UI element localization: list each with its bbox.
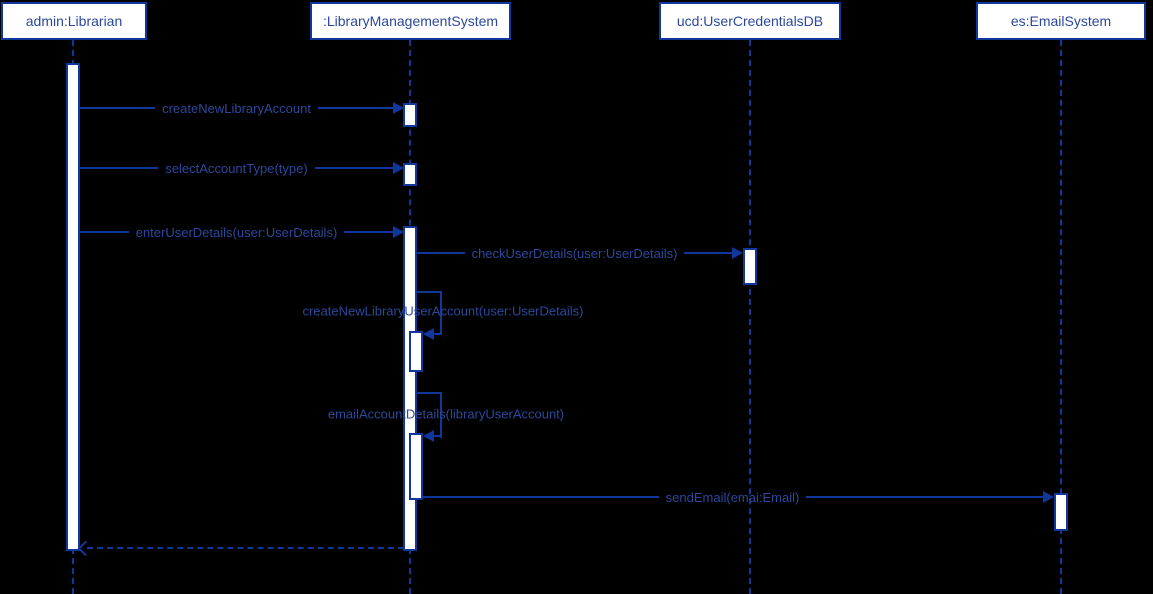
self-message-line <box>430 435 442 437</box>
lifeline-es <box>1060 40 1062 594</box>
message-line <box>80 231 129 233</box>
message-label: emailAccountDetails(libraryUserAccount) <box>327 406 565 422</box>
message-send-email: sendEmail(emai:Email) <box>422 486 1054 508</box>
activation-lms-main <box>403 226 417 551</box>
lifeline-ucd <box>749 40 751 594</box>
self-message-line <box>440 291 442 335</box>
lifeline-label-librarian: admin:Librarian <box>25 13 123 29</box>
message-label: createNewLibraryUserAccount(user:UserDet… <box>302 303 584 319</box>
self-message-line <box>417 291 442 293</box>
lifeline-label-es: es:EmailSystem <box>1010 13 1112 29</box>
message-line <box>417 252 465 254</box>
arrowhead-icon <box>423 328 434 340</box>
activation-es <box>1054 493 1068 531</box>
message-line <box>80 167 159 169</box>
message-line <box>80 107 156 109</box>
arrowhead-icon <box>423 430 434 442</box>
message-enter-user-details: enterUserDetails(user:UserDetails) <box>80 221 404 243</box>
message-select-account-type: selectAccountType(type) <box>80 157 405 179</box>
lifeline-box-lms: :LibraryManagementSystem <box>310 2 511 40</box>
activation-ucd <box>743 248 757 285</box>
arrowhead-icon <box>732 247 744 259</box>
message-create-new-library-account: createNewLibraryAccount <box>80 97 405 119</box>
lifeline-label-lms: :LibraryManagementSystem <box>322 13 499 29</box>
message-label: sendEmail(emai:Email) <box>665 489 800 505</box>
activation-lms-nested-2 <box>409 433 423 500</box>
message-line <box>422 496 659 498</box>
arrowhead-icon <box>393 162 405 174</box>
message-line <box>317 107 394 109</box>
message-label: enterUserDetails(user:UserDetails) <box>135 224 338 240</box>
return-arrowhead-icon <box>77 540 94 556</box>
arrowhead-icon <box>393 226 404 238</box>
message-label: checkUserDetails(user:UserDetails) <box>471 245 678 261</box>
message-label: selectAccountType(type) <box>165 160 308 176</box>
activation-lms-2 <box>403 163 417 186</box>
message-label: createNewLibraryAccount <box>162 100 311 116</box>
activation-librarian <box>66 63 80 551</box>
arrowhead-icon <box>1043 491 1054 503</box>
message-line <box>344 231 393 233</box>
self-message-line <box>417 392 442 394</box>
message-line <box>684 252 733 254</box>
lifeline-box-es: es:EmailSystem <box>976 2 1146 40</box>
self-message-line <box>430 333 442 335</box>
activation-lms-1 <box>403 103 417 127</box>
message-line <box>806 496 1043 498</box>
activation-lms-nested-1 <box>409 331 423 372</box>
return-message-line <box>87 547 404 549</box>
message-check-user-details: checkUserDetails(user:UserDetails) <box>417 242 744 264</box>
lifeline-label-ucd: ucd:UserCredentialsDB <box>676 13 824 29</box>
message-line <box>314 167 394 169</box>
lifeline-box-ucd: ucd:UserCredentialsDB <box>659 2 841 40</box>
message-return-to-librarian <box>77 537 404 559</box>
arrowhead-icon <box>393 102 405 114</box>
lifeline-box-librarian: admin:Librarian <box>1 2 147 40</box>
self-message-line <box>440 392 442 438</box>
